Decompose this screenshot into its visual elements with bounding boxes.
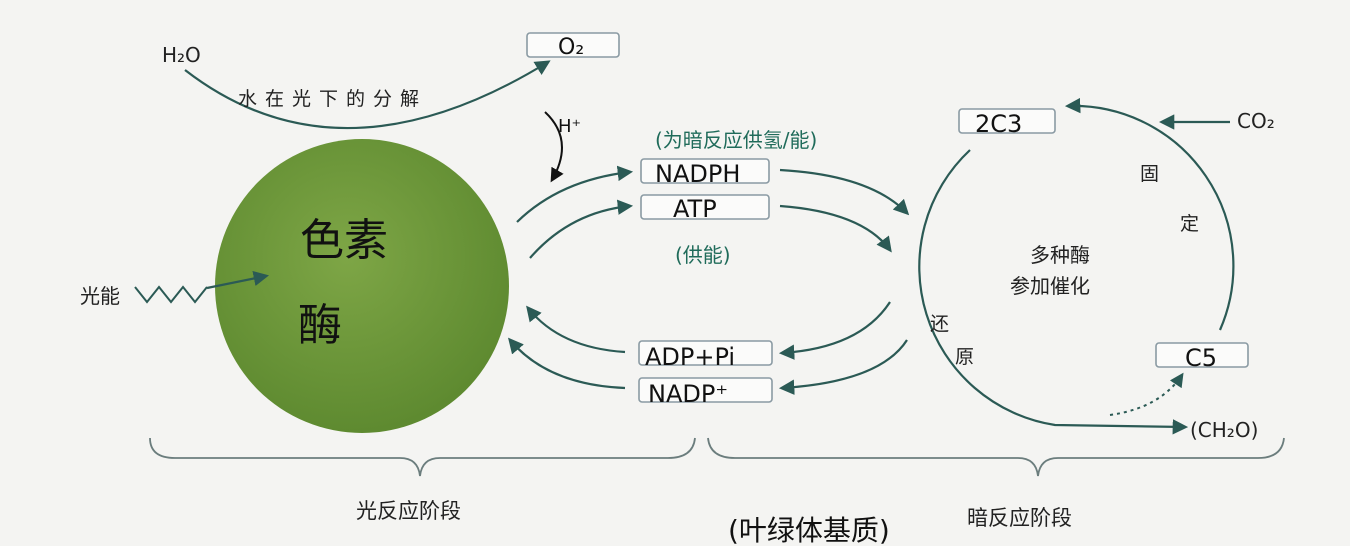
fixation-char-1: 固 [1140,163,1159,185]
atp-label: ATP [673,195,717,223]
water-split-arc [184,60,551,130]
enzymes-label-1: 多种酶 [1030,243,1090,267]
nadph-box [640,158,770,184]
arrow-to-nadph [516,165,634,223]
water-label: H₂O [162,43,201,67]
light-stage-brace [149,437,696,477]
dark-stage-label: 暗反应阶段 [967,506,1072,530]
nadph-label: NADPH [655,160,740,188]
arrow-nadph-to-cycle [779,168,910,216]
enzymes-label-2: 参加催化 [1010,274,1090,298]
enzyme-label: 酶 [298,300,342,351]
light-stage-label: 光反应阶段 [356,499,461,523]
carbohydrate-label: (CH₂O) [1190,418,1258,442]
c5-box [1155,342,1249,368]
arrow-nadp-to-circle [508,337,626,390]
arrow-adp-to-circle [526,305,626,354]
reduction-char-2: 原 [955,346,974,368]
c5-return-dotted [1109,372,1184,416]
c3-box [958,108,1056,134]
arrow-cycle-to-adp [778,301,891,360]
calvin-cycle-right-arc [1064,97,1235,331]
handwritten-note: (叶绿体基质) [728,514,890,546]
dark-stage-brace [707,437,1285,477]
light-arrow [206,270,270,290]
pigment-circle [215,139,509,433]
nadp-label: NADP⁺ [648,380,728,408]
atp-box [640,194,770,220]
nadph-note: (为暗反应供氢/能) [655,128,817,152]
light-wave [134,285,208,304]
arrow-cycle-to-nadp [778,339,908,395]
c3-label: 2C3 [975,110,1022,138]
hydrogen-label: H⁺ [558,116,581,137]
pigment-label: 色素 [300,215,388,266]
adp-label: ADP+Pi [645,343,735,371]
oxygen-box [526,32,620,58]
arrow-atp-to-cycle [779,204,892,253]
light-energy-label: 光能 [80,284,120,308]
atp-note: (供能) [675,243,731,267]
adp-box [638,340,773,366]
nadp-box [638,377,773,403]
fixation-char-2: 定 [1180,213,1199,235]
hydrogen-arrow [544,111,564,183]
c5-label: C5 [1185,344,1217,372]
arrow-to-atp [529,199,634,259]
water-split-label: 水在光下的分解 [238,88,427,110]
co2-label: CO₂ [1237,109,1275,133]
oxygen-label: O₂ [558,35,584,60]
reduction-char-1: 还 [930,313,949,335]
calvin-cycle-left-arc [918,149,1189,435]
